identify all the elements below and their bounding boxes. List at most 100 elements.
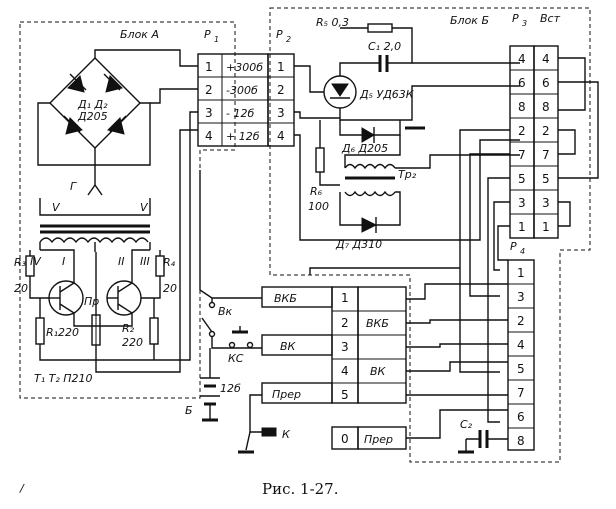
transformer-tr1: V V I II IV III [30, 198, 151, 268]
svg-text:С₁ 2,0: С₁ 2,0 [368, 40, 401, 53]
p3-pin: 5 [518, 172, 526, 186]
transistor-t1 [40, 249, 84, 316]
resistor-r3: R₃ 20 [14, 250, 49, 299]
svg-text:R₄: R₄ [163, 256, 176, 269]
winding-iii-label: III [140, 255, 150, 268]
terminal-pin: 5 [341, 388, 349, 402]
connector-p3: Р 3 4 6 8 2 7 5 3 1 [509, 12, 535, 239]
svg-text:R₆: R₆ [310, 185, 323, 198]
svg-text:Б: Б [185, 404, 193, 417]
terminal-pin: 3 [341, 340, 349, 354]
p3-pin: 6 [518, 76, 526, 90]
p4-pin: 3 [517, 290, 525, 304]
diode-d6: Д₆ Д205 [339, 120, 401, 155]
p1-pin: 2 [205, 83, 213, 97]
svg-text:100: 100 [308, 200, 329, 213]
capacitor-c2: С₂ [458, 418, 508, 454]
vst-pin: 5 [542, 172, 550, 186]
terminal-pin: 1 [341, 291, 349, 305]
block-a-boundary [19, 21, 236, 399]
p4-pin: 8 [517, 434, 525, 448]
winding-ii-label: II [118, 255, 125, 268]
terminal-left-label: ВК [280, 340, 297, 353]
connector-vst: Вст 4 6 8 2 7 5 3 1 [533, 12, 561, 239]
p1-voltage: -300б [226, 84, 258, 97]
p4-pin: 7 [517, 386, 525, 400]
winding-v-label: V [52, 201, 61, 214]
terminal-left-label: ВКБ [274, 292, 297, 305]
block-b-label: Блок Б [450, 14, 489, 27]
vst-pin: 3 [542, 196, 550, 210]
svg-text:Р: Р [510, 240, 517, 253]
svg-text:3: 3 [522, 19, 527, 28]
battery: 12б Б [185, 348, 241, 422]
svg-text:Тр₂: Тр₂ [398, 168, 417, 181]
p4-pin: 6 [517, 410, 525, 424]
terminal-strip: ВКБ ВК Прер 1 2 3 4 5 ВКБ ВК 0 Прер [261, 286, 407, 450]
p4-pin: 5 [517, 362, 525, 376]
terminal-right-label: ВК [370, 365, 387, 378]
p3-pin: 1 [518, 220, 526, 234]
svg-text:220: 220 [122, 336, 143, 349]
svg-text:Р: Р [512, 12, 519, 25]
svg-text:R₁220: R₁220 [46, 326, 79, 339]
terminal-left-label: Прер [272, 388, 301, 401]
transformer-tr2: Тр₂ [344, 135, 520, 197]
svg-text:Р: Р [204, 28, 211, 41]
stray-mark: / [19, 482, 25, 495]
bridge-rectifier: Д₁ Д₂ Д205 Г [37, 49, 198, 196]
svg-text:С₂: С₂ [460, 418, 473, 431]
connector-p1: Р 1 1 2 3 4 +300б -300б - 12б + 12б [197, 28, 269, 147]
transistor-t2 [106, 249, 150, 316]
svg-text:1: 1 [214, 35, 219, 44]
resistor-r4: R₄ 20 [141, 250, 177, 299]
capacitor-c1: С₁ 2,0 [368, 40, 401, 72]
switch-vk: Вк [201, 297, 262, 349]
svg-text:Д₇ Д310: Д₇ Д310 [335, 238, 382, 251]
terminal-pin: 2 [341, 316, 349, 330]
p3-pin: 2 [518, 124, 526, 138]
svg-text:Д₆ Д205: Д₆ Д205 [341, 142, 388, 155]
p4-pin: 4 [517, 338, 525, 352]
svg-text:R₃: R₃ [14, 256, 27, 269]
svg-text:12б: 12б [220, 382, 241, 395]
winding-iv-label: IV [30, 255, 42, 268]
svg-text:Вк: Вк [218, 305, 233, 318]
p2-pin: 3 [277, 106, 285, 120]
p2-pin: 1 [277, 60, 285, 74]
p3-pin: 8 [518, 100, 526, 114]
p1-pin: 4 [205, 129, 213, 143]
svg-text:2: 2 [286, 35, 291, 44]
terminal-extra-pin: 0 [341, 432, 349, 446]
p3-pin: 4 [518, 52, 526, 66]
vst-pin: 2 [542, 124, 550, 138]
svg-text:4: 4 [520, 247, 525, 256]
block-a-label: Блок А [120, 28, 159, 41]
p4-pin: 2 [517, 314, 525, 328]
connector-p4: Р 4 1 3 2 4 5 7 6 8 [507, 240, 535, 451]
fuse-pr: Пр [84, 129, 198, 373]
vst-pin: 6 [542, 76, 550, 90]
vst-pin: 1 [542, 220, 550, 234]
p2-pin: 2 [277, 83, 285, 97]
svg-text:20: 20 [163, 282, 177, 295]
resistor-r2: R₂ 220 [122, 298, 159, 360]
key-k: К [238, 394, 291, 454]
svg-text:Д₅ УД63К: Д₅ УД63К [359, 88, 415, 101]
diode-d5: Д₅ УД63К [323, 75, 415, 109]
winding-g-label: Г [70, 180, 77, 193]
p2-pin: 4 [277, 129, 285, 143]
connector-p2: Р 2 1 2 3 4 [267, 28, 295, 147]
winding-i-label: I [62, 255, 65, 268]
terminal-extra-label: Прер [364, 433, 393, 446]
p1-voltage: +300б [226, 61, 263, 74]
p1-voltage: - 12б [226, 107, 254, 120]
winding-v-label: V [140, 201, 149, 214]
resistor-r6: R₆ 100 [308, 120, 340, 213]
figure-caption: Рис. 1-27. [262, 480, 339, 498]
p1-pin: 3 [205, 106, 213, 120]
svg-text:R₂: R₂ [122, 322, 135, 335]
vst-pin: 7 [542, 148, 550, 162]
terminal-pin: 4 [341, 364, 349, 378]
block-b-boundary [269, 7, 591, 463]
